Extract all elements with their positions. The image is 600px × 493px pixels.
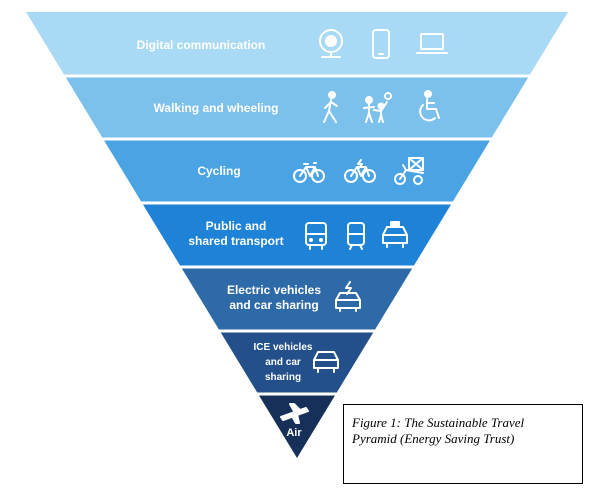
pyramid-tier-4 <box>142 204 452 266</box>
laptop-icon <box>416 33 448 54</box>
tier-label-line: and car sharing <box>229 298 319 312</box>
tier-label-6: ICE vehicles and car sharing <box>193 340 373 385</box>
electric-car-icon <box>335 281 361 312</box>
tram-icon <box>347 222 365 250</box>
pyramid-tier-1 <box>26 12 568 75</box>
tier-label-line: and car <box>265 356 301 368</box>
tier-label-2: Walking and wheeling <box>126 101 306 116</box>
tier-label-line: Digital communication <box>136 37 266 52</box>
walking-person-icon <box>323 91 338 123</box>
bus-icon <box>305 222 327 250</box>
tier-label-line: Public and <box>205 219 267 233</box>
caption-line-2: Pyramid (Energy Saving Trust) <box>352 431 515 446</box>
family-with-balloon-icon <box>363 92 392 123</box>
tier-label-line: ICE vehicles <box>253 341 313 353</box>
wheelchair-user-icon <box>419 90 440 122</box>
figure-caption: Figure 1: The Sustainable Travel Pyramid… <box>343 404 583 484</box>
tier-label-line: Electric vehicles <box>226 283 322 297</box>
airplane-icon <box>280 403 309 424</box>
smartphone-icon <box>372 29 390 59</box>
tier-label-1: Digital communication <box>111 38 291 53</box>
tier-label-line: sharing <box>264 371 302 383</box>
tier-label-line: shared transport <box>188 234 284 248</box>
tier-label-line: Cycling <box>197 163 241 178</box>
tier-label-7: Air <box>204 426 384 441</box>
bicycle-icon <box>293 162 325 183</box>
pyramid-tier-5 <box>181 268 413 330</box>
pyramid-tier-7 <box>259 395 335 458</box>
cargo-bike-icon <box>394 157 424 185</box>
taxi-icon <box>382 221 408 248</box>
tier-label-3: Cycling <box>129 164 309 179</box>
car-icon <box>313 351 339 373</box>
electric-bicycle-icon <box>344 159 376 183</box>
caption-line-1: Figure 1: The Sustainable Travel <box>352 415 525 430</box>
pyramid-tier-2 <box>65 77 529 138</box>
tier-label-line: Walking and wheeling <box>153 100 279 115</box>
webcam-icon <box>319 29 343 58</box>
pyramid-tier-6 <box>220 332 374 393</box>
tier-label-line: Air <box>286 426 302 439</box>
